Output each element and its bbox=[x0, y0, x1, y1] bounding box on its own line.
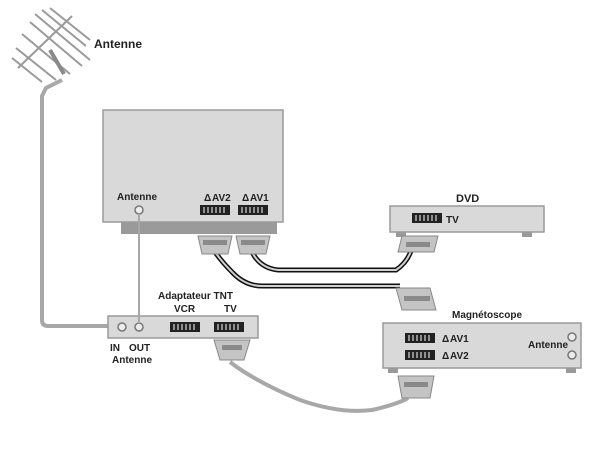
tnt-in-jack-icon bbox=[117, 322, 127, 332]
vcr-av1-delta-icon: Δ bbox=[442, 334, 449, 345]
vcr-av2-label: AV2 bbox=[450, 351, 469, 362]
scart-plug-tnt-tv-icon bbox=[213, 339, 251, 361]
tnt-out-label: OUT bbox=[129, 343, 150, 354]
tv-device bbox=[102, 109, 284, 234]
vcr-antenna-jack-bottom-icon bbox=[567, 350, 577, 360]
antenna-label: Antenne bbox=[94, 37, 142, 51]
vcr-av1-label: AV1 bbox=[450, 334, 469, 345]
tnt-antenna-label: Antenne bbox=[112, 355, 152, 366]
scart-cable-tv-av1-dvd bbox=[249, 247, 415, 273]
antenna-icon bbox=[11, 7, 91, 83]
scart-cable-tnt-vcr bbox=[228, 360, 410, 413]
tv-antenna-jack-icon bbox=[134, 205, 144, 215]
scart-plug-tv-av1-icon bbox=[235, 235, 271, 255]
vcr-antenna-label: Antenne bbox=[528, 340, 568, 351]
tnt-in-label: IN bbox=[110, 343, 120, 354]
tv-av1-label: AV1 bbox=[250, 193, 269, 204]
tnt-tv-label: TV bbox=[224, 304, 237, 315]
vcr-device bbox=[382, 322, 582, 373]
scart-plug-tv-av2-icon bbox=[197, 235, 233, 255]
dvd-tv-label: TV bbox=[446, 215, 459, 226]
vcr-av2-delta-icon: Δ bbox=[442, 351, 449, 362]
vcr-antenna-jack-top-icon bbox=[567, 332, 577, 342]
scart-plug-dvd-icon bbox=[397, 235, 439, 253]
tnt-scart-vcr-icon bbox=[170, 322, 200, 332]
tv-antenna-port-label: Antenne bbox=[117, 192, 157, 203]
scart-plug-vcr-av2-icon bbox=[397, 375, 435, 399]
scart-plug-vcr-av1-icon bbox=[395, 287, 437, 311]
vcr-title: Magnétoscope bbox=[452, 310, 522, 321]
dvd-title: DVD bbox=[456, 193, 479, 205]
tnt-title: Adaptateur TNT bbox=[158, 291, 233, 302]
vcr-scart-av2-icon bbox=[405, 350, 435, 360]
tv-av1-delta-icon: Δ bbox=[242, 193, 249, 204]
tv-scart-av1-icon bbox=[238, 205, 268, 215]
tv-av2-label: AV2 bbox=[212, 193, 231, 204]
antenna-cable bbox=[40, 78, 112, 328]
tnt-vcr-label: VCR bbox=[174, 304, 196, 315]
tnt-scart-tv-icon bbox=[214, 322, 244, 332]
dvd-scart-icon bbox=[412, 213, 442, 223]
vcr-scart-av1-icon bbox=[405, 333, 435, 343]
tv-av2-delta-icon: Δ bbox=[204, 193, 211, 204]
tnt-out-jack-icon bbox=[134, 322, 144, 332]
tv-scart-av2-icon bbox=[200, 205, 230, 215]
